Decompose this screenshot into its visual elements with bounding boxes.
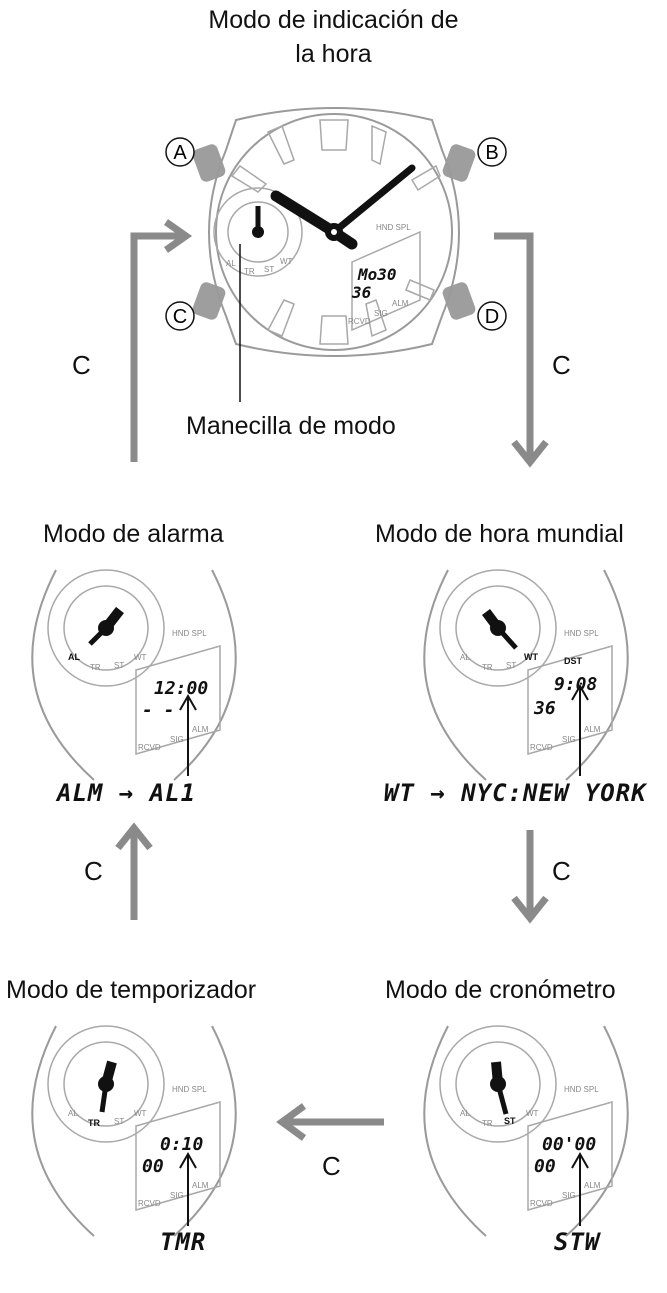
alarm-dial-wt: WT: [134, 653, 147, 662]
caption-timer: TMR: [160, 1228, 207, 1256]
title-alarm-mode: Modo de alarma: [43, 520, 224, 548]
svg-text:C: C: [173, 306, 187, 328]
title-stopwatch-mode: Modo de cronómetro: [385, 976, 616, 1004]
arrow-up-alarm: [115, 822, 153, 920]
button-a[interactable]: A: [165, 137, 195, 167]
stopwatch-dial: AL TR ST WT HND SPL 00'00 00 RCVD SIG AL…: [423, 1025, 629, 1237]
svg-text:A: A: [173, 142, 187, 164]
timer-dial-al: AL: [68, 1109, 78, 1118]
world-alm: ALM: [584, 725, 601, 734]
world-sig: SIG: [562, 735, 576, 744]
svg-text:D: D: [485, 306, 499, 328]
world-dial-st: ST: [506, 661, 516, 670]
stopwatch-dial-tr: TR: [482, 1119, 493, 1128]
stopwatch-dial-al: AL: [460, 1109, 470, 1118]
caption-alarm: ALM → AL1: [57, 779, 197, 807]
title-timer-mode: Modo de temporizador: [6, 976, 257, 1004]
alarm-display-top: 12:00: [154, 678, 208, 699]
stopwatch-rcvd: RCVD: [530, 1199, 553, 1208]
alarm-hnd-spl: HND SPL: [172, 629, 207, 638]
alarm-dial-tr: TR: [90, 663, 101, 672]
arrow-label-left: C: [72, 350, 91, 380]
alarm-dial: AL TR ST WT HND SPL 12:00 - - RCVD SIG A…: [31, 569, 237, 781]
stopwatch-sig: SIG: [562, 1191, 576, 1200]
stopwatch-dial-st: ST: [504, 1116, 516, 1126]
alarm-rcvd: RCVD: [138, 743, 161, 752]
world-dst: DST: [564, 656, 583, 666]
button-b[interactable]: B: [477, 137, 507, 167]
alarm-dial-al: AL: [68, 652, 80, 662]
main-dial-wt: WT: [280, 257, 293, 266]
stopwatch-hnd-spl: HND SPL: [564, 1085, 599, 1094]
title-world-time-mode: Modo de hora mundial: [375, 520, 624, 548]
main-hnd-spl: HND SPL: [376, 223, 411, 232]
main-dial-tr: TR: [244, 267, 255, 276]
timer-dial-tr: TR: [88, 1118, 100, 1128]
main-dial-al: AL: [226, 259, 236, 268]
main-dial-st: ST: [264, 265, 274, 274]
world-rcvd: RCVD: [530, 743, 553, 752]
caption-world-time: WT → NYC:NEW YORK: [384, 779, 647, 807]
arrow-label-world: C: [552, 856, 571, 886]
world-hnd-spl: HND SPL: [564, 629, 599, 638]
arrow-label-bottom: C: [322, 1151, 341, 1181]
stopwatch-display-top: 00'00: [542, 1134, 596, 1155]
world-dial-wt: WT: [524, 652, 538, 662]
stopwatch-display-bottom: 00: [534, 1156, 556, 1177]
title-timekeeping-line1: Modo de indicación de: [208, 6, 459, 34]
alarm-dial-st: ST: [114, 661, 124, 670]
timer-dial: AL TR ST WT HND SPL 0:10 00 RCVD SIG ALM: [31, 1025, 237, 1237]
alarm-alm: ALM: [192, 725, 209, 734]
stopwatch-alm: ALM: [584, 1181, 601, 1190]
arrow-up-left: [130, 219, 193, 462]
timer-dial-st: ST: [114, 1117, 124, 1126]
timer-display-top: 0:10: [160, 1134, 204, 1155]
world-time-dial: AL TR ST WT HND SPL DST 9:08 36 RCVD SIG…: [423, 569, 629, 781]
main-alm: ALM: [392, 299, 409, 308]
button-c[interactable]: C: [165, 301, 195, 331]
world-dial-tr: TR: [482, 663, 493, 672]
button-c-knob[interactable]: [191, 281, 227, 322]
arrow-down-world: [511, 830, 549, 924]
button-d[interactable]: D: [477, 301, 507, 331]
world-dial-al: AL: [460, 653, 470, 662]
arrow-left-bottom: [276, 1103, 384, 1141]
alarm-sig: SIG: [170, 735, 184, 744]
stopwatch-dial-wt: WT: [526, 1109, 539, 1118]
timer-rcvd: RCVD: [138, 1199, 161, 1208]
caption-stopwatch: STW: [554, 1228, 601, 1256]
timer-hnd-spl: HND SPL: [172, 1085, 207, 1094]
main-sig: SIG: [374, 309, 388, 318]
arrow-down-right: [494, 232, 549, 468]
button-d-knob[interactable]: [441, 281, 477, 322]
arrow-label-right: C: [552, 350, 571, 380]
timer-display-bottom: 00: [142, 1156, 164, 1177]
main-display-top: Mo30: [357, 265, 397, 284]
main-watch: AL TR ST WT HND SPL Mo30 36 RCVD SIG ALM…: [165, 107, 507, 402]
mode-hand-label: Manecilla de modo: [186, 412, 396, 440]
title-timekeeping-line2: la hora: [295, 40, 372, 68]
world-display-top: 9:08: [554, 674, 597, 695]
main-rcvd: RCVD: [348, 317, 371, 326]
main-display-bottom: 36: [351, 283, 372, 302]
arrow-label-alarm: C: [84, 856, 103, 886]
svg-text:B: B: [485, 142, 498, 164]
timer-sig: SIG: [170, 1191, 184, 1200]
timer-dial-wt: WT: [134, 1109, 147, 1118]
timer-alm: ALM: [192, 1181, 209, 1190]
world-display-bottom: 36: [533, 698, 556, 719]
alarm-display-bottom: - -: [142, 700, 175, 721]
